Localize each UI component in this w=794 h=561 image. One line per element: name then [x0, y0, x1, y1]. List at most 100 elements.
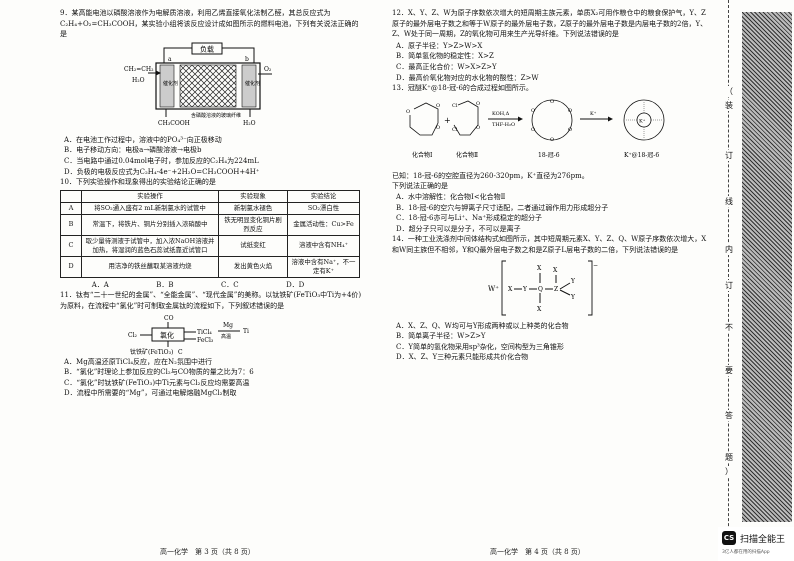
q11-option-c: C．“氯化”时钛铁矿(FeTiO₃)中Ti元素与Cl₂反应均需要高温 — [64, 378, 250, 387]
q13-known: 已知：18-冠-6的空腔直径为260-320pm，K⁺直径为276pm。 — [392, 171, 589, 180]
experiment-table: 实验操作 实验现象 实验结论 A 将SO₂通入盛有2 mL新制氯水的试管中 新制… — [60, 189, 360, 278]
left-page-footer: 高一化学 第 3 页（共 8 页） — [160, 548, 255, 556]
table-cell: A — [60, 201, 82, 215]
q12-stem: 12．X、Y、Z、W为原子序数依次增大的短周期主族元素，单质X₂可用作粮仓中的粮… — [392, 9, 708, 39]
svg-text:O: O — [476, 125, 480, 131]
flow-condition: 高温 — [221, 333, 231, 340]
q10-answer-d: D．D — [286, 280, 305, 289]
struct-w-plus: W⁺ — [488, 285, 499, 293]
struct-z: Z — [554, 286, 558, 293]
q13-option-c: C．18-冠-6亦可与Li⁺、Na⁺形成稳定的超分子 — [396, 214, 543, 223]
flow-ore: 钛铁矿(FeTiO₃) — [130, 348, 173, 356]
q14-option-c: C．Y简单的氢化物采用sp³杂化，空间构型为三角锥形 — [396, 342, 564, 351]
label-k-complex: K⁺@18-冠-6 — [624, 152, 659, 159]
left-electrode — [159, 64, 175, 108]
table-header: 实验操作 — [81, 189, 219, 203]
struct-x-top: X — [537, 265, 542, 272]
flow-ticl4: TiCl₄ — [197, 329, 212, 336]
svg-text:O: O — [531, 108, 535, 114]
fuel-cell-diagram: 负载 a b 催化剂 催化剂 CH₂=CH₂ H₂O O₂ CH₃COOH — [124, 42, 272, 127]
svg-text:O: O — [550, 99, 554, 105]
flow-fecl3: FeCl₃ — [197, 337, 214, 344]
q12-option-d: D．最高价氧化物对应的水化物的酸性：Z>W — [396, 73, 539, 82]
right-h2o-label: H₂O — [243, 120, 256, 127]
table-cell: D — [60, 255, 82, 278]
q9-option-d: D．负极的电极反应式为C₂H₄-4e⁻+2H₂O=CH₃COOH+4H⁺ — [64, 167, 260, 176]
k-complex-structure: K⁺ — [623, 99, 665, 141]
q14-option-d: D．X、Z、Y三种元素只能形成共价化合物 — [396, 353, 529, 362]
label-compound-2: 化合物Ⅱ — [456, 151, 478, 159]
flow-c: C — [178, 349, 183, 356]
svg-text:O: O — [436, 103, 440, 109]
q11-stem: 11．钛有“二十一世纪的金属”、“全能金属”、“现代金属”的美称。以钛铁矿(Fe… — [60, 291, 362, 310]
table-cell: 发出黄色火焰 — [218, 255, 288, 278]
binding-char: 线 — [721, 196, 737, 207]
q13-option-d: D．超分子只可以是分子，不可以是离子 — [396, 224, 521, 233]
compound-1-structure: OOO — [406, 102, 440, 136]
q10-answer-c: C．C — [220, 280, 239, 289]
binding-char: ） — [721, 466, 737, 477]
q14-option-b: B．简单离子半径：W>Z>Y — [396, 332, 486, 341]
table-cell: 常温下，将铁片、铜片分别插入浓硝酸中 — [81, 213, 219, 236]
svg-text:O: O — [531, 127, 535, 133]
svg-text:Cl: Cl — [452, 127, 458, 133]
table-header-row: 实验操作 实验现象 实验结论 — [60, 189, 360, 203]
k-plus-reagent: K⁺ — [590, 111, 597, 117]
cell-body — [155, 62, 261, 110]
q13-prompt: 下列说法正确的是 — [392, 182, 448, 191]
binding-char: 订 — [721, 280, 737, 291]
table-row: C 取少量待测液于试管中，加入浓NaOH溶液并加热，将湿润的蓝色石蕊试纸靠近试管… — [60, 234, 360, 257]
struct-y-bottom-right: Y — [570, 294, 576, 301]
struct-y-left: Y — [522, 286, 528, 293]
table-cell: 取少量待测液于试管中，加入浓NaOH溶液并加热，将湿润的蓝色石蕊试纸靠近试管口 — [81, 234, 219, 257]
right-catalyst: 催化剂 — [245, 80, 260, 87]
q12-option-c: C．最高正化合价：W>X>Z>Y — [396, 62, 497, 71]
struct-x-top-2: X — [553, 267, 558, 274]
label-compound-1: 化合物Ⅰ — [412, 151, 433, 159]
struct-q: Q — [538, 286, 543, 293]
table-cell: 溶液中含有NH₄⁺ — [287, 234, 360, 257]
q9-option-c: C．当电路中通过0.04mol电子时，参加反应的C₂H₄为224mL — [64, 156, 259, 165]
q11-option-b: B．“氯化”时理论上参加反应的Cl₂与CO物质的量之比为7：6 — [64, 368, 254, 377]
binding-char: 订 — [721, 150, 737, 161]
struct-y-top-right: Y — [570, 278, 576, 285]
q12-option-a: A．原子半径：Y>Z>W>X — [396, 41, 483, 50]
svg-text:O: O — [550, 137, 554, 143]
membrane-label: 含磷酸溶液的玻璃纤维 — [191, 112, 241, 119]
table-cell: 溶液中含有Na⁺，不一定有K⁺ — [287, 255, 360, 278]
binding-char: 不 — [721, 322, 737, 333]
q11-option-a: A．Mg高温还原TiCl₄反应，应在N₂氛围中进行 — [64, 357, 212, 366]
right-electrode — [241, 64, 257, 108]
reagent-2: THF-H₂O — [492, 122, 515, 128]
scanner-watermark: CS 扫描全能王 3亿人都在用的扫描App — [718, 527, 794, 561]
k-complex-ion: K⁺ — [639, 118, 646, 124]
acetic-acid-label: CH₃COOH — [158, 120, 190, 127]
flow-ti: Ti — [243, 328, 249, 335]
binding-strip: （ 装 订 线 内 订 不 要 答 题 ） — [718, 0, 740, 561]
q14-option-a: A．X、Z、Q、W均可与Y形成两种或以上种类的化合物 — [396, 321, 569, 330]
ethylene-label: CH₂=CH₂ — [124, 66, 154, 73]
svg-text:O: O — [406, 109, 410, 115]
binding-char: （ — [721, 86, 737, 97]
scanner-logo-icon: CS — [722, 531, 736, 545]
label-18-crown-6: 18-冠-6 — [538, 152, 560, 159]
q9-option-b: B．电子移动方向：电极a→磷酸溶液→电极b — [64, 146, 202, 155]
membrane — [179, 64, 237, 108]
right-column: 12．X、Y、Z、W为原子序数依次增大的短周期主族元素，单质X₂可用作粮仓中的粮… — [392, 8, 710, 363]
table-cell: C — [60, 234, 82, 257]
struct-x-bottom: X — [537, 306, 542, 313]
svg-text:Cl: Cl — [452, 103, 458, 109]
binding-char: 装 — [721, 100, 737, 111]
q9-option-a: A．在电池工作过程中，溶液中的PO₄³⁻向正极移动 — [64, 135, 222, 144]
scanner-tagline: 3亿人都在用的扫描App — [722, 550, 770, 555]
q10-stem: 10．下列实验操作和现象得出的实验结论正确的是 — [60, 178, 216, 187]
reagent-1: KOH,Δ — [492, 111, 510, 117]
q13-option-a: A．水中溶解性：化合物Ⅰ<化合物Ⅱ — [396, 192, 506, 201]
crown-ether-structure: OOO OOO — [531, 99, 573, 143]
table-row: B 常温下，将铁片、铜片分别插入浓硝酸中 铁无明显变化铜片剧烈反应 金属活动性：… — [60, 213, 360, 236]
electrode-a-label: a — [168, 56, 172, 63]
left-column: 9．某高能电池以磷酸溶液作为电解质溶液，利用乙烯直接氧化法制乙醛，其总反应式为C… — [60, 8, 363, 399]
table-header: 实验结论 — [287, 189, 360, 203]
q13-option-b: B．18-冠-6的空穴与钾离子尺寸适配，二者通过弱作用力形成超分子 — [396, 203, 609, 212]
